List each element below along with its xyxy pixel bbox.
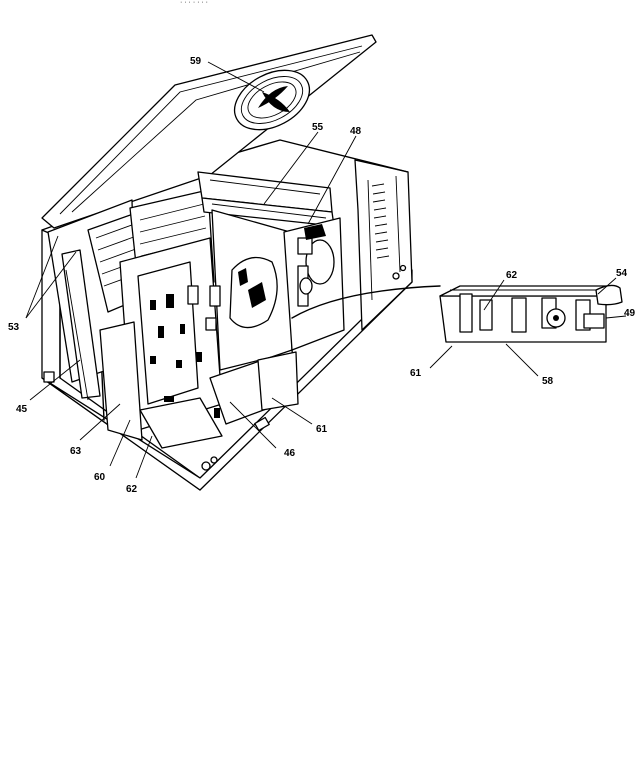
leader-lines	[25, 61, 627, 479]
callout-48-top: 48	[350, 126, 362, 137]
callout-55: 55	[312, 122, 324, 133]
wire-harness	[291, 285, 441, 319]
callout-46: 46	[284, 448, 296, 459]
callout-62-module: 62	[506, 270, 518, 281]
callout-53: 53	[8, 322, 20, 333]
separate-control-module	[439, 284, 623, 343]
callout-62-bottom: 62	[126, 484, 138, 495]
callout-58: 58	[542, 376, 554, 387]
callout-60: 60	[94, 472, 106, 483]
header-text: · · · · · · ·	[180, 0, 208, 6]
callout-63: 63	[70, 446, 82, 457]
callout-61-main: 61	[316, 424, 328, 435]
control-panel	[119, 237, 223, 433]
callout-45: 45	[16, 404, 28, 415]
blower-assembly	[211, 209, 293, 371]
callout-61-module: 61	[410, 368, 422, 379]
compressor-section	[283, 217, 345, 351]
callout-54: 54	[616, 268, 628, 279]
callout-59: 59	[190, 56, 202, 67]
callout-49: 49	[624, 308, 636, 319]
front-access-panel	[99, 321, 299, 449]
condenser-fan	[233, 69, 311, 131]
